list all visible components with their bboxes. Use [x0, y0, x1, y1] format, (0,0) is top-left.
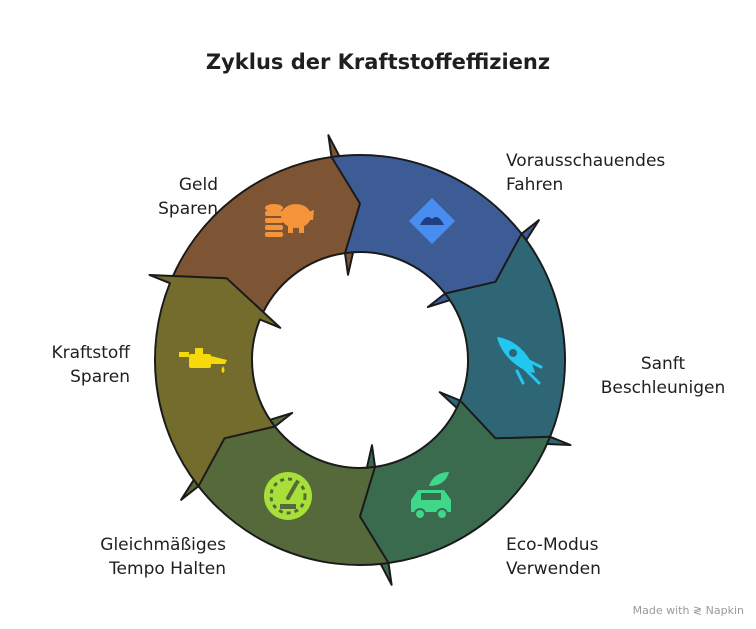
- napkin-watermark: Made with ≷ Napkin: [632, 604, 744, 617]
- step-label-sanft-beschleunigen: Sanft Beschleunigen: [600, 354, 726, 398]
- step-label-vorausschauendes-fahren: Vorausschauendes Fahren: [506, 151, 666, 195]
- diagram-title: Zyklus der Kraftstoffeffizienz: [205, 50, 551, 74]
- step-label-eco-modus-verwenden: Eco-Modus Verwenden: [506, 535, 601, 579]
- step-label-gleichmaessiges-tempo-halten: Gleichmäßiges Tempo Halten: [100, 535, 226, 579]
- rocket-icon: [497, 337, 543, 385]
- piggy-bank-icon: [265, 200, 314, 237]
- speedometer-icon: [264, 472, 312, 520]
- step-label-geld-sparen: Geld Sparen: [158, 175, 218, 219]
- road-diamond-icon: [409, 198, 455, 244]
- cycle-segment-arrow: [354, 399, 552, 586]
- eco-car-icon: [411, 472, 451, 520]
- step-label-kraftstoff-sparen: Kraftstoff Sparen: [51, 343, 130, 387]
- oil-can-icon: [179, 348, 227, 373]
- cycle-segment-arrow: [148, 274, 282, 488]
